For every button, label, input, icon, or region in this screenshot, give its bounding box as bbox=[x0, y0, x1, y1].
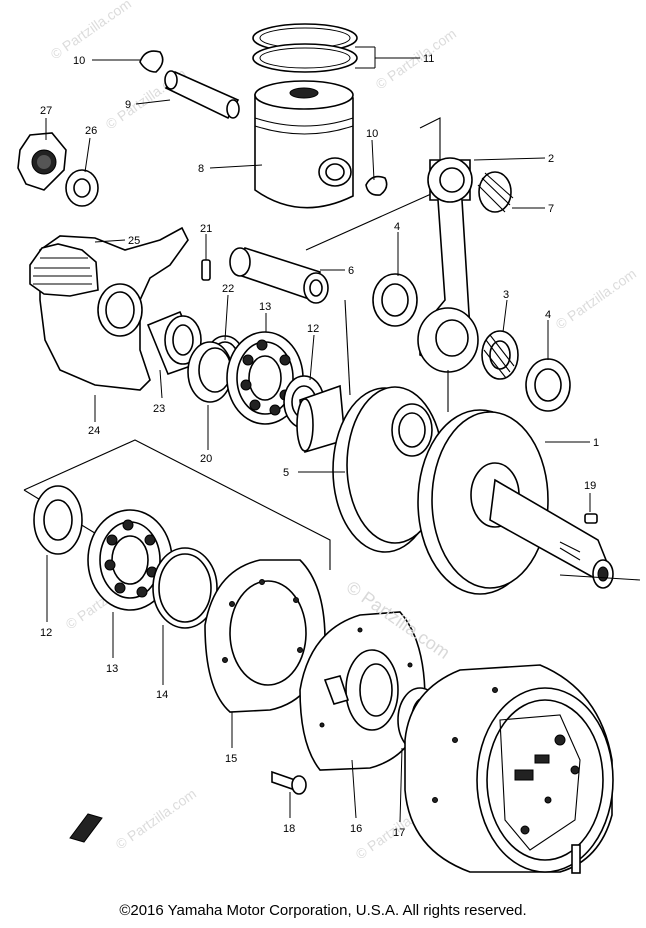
callout-6: 6 bbox=[348, 265, 354, 277]
crankshaft-right-half bbox=[417, 409, 614, 595]
callout-4: 4 bbox=[545, 309, 551, 321]
callout-16: 16 bbox=[350, 823, 362, 835]
callout-21: 21 bbox=[200, 223, 212, 235]
callout-27: 27 bbox=[40, 105, 52, 117]
leader-lines bbox=[45, 46, 591, 823]
callout-13: 13 bbox=[106, 663, 118, 675]
collar bbox=[146, 310, 204, 376]
thrust-washer-left bbox=[372, 273, 418, 327]
watermark-tile: © Partzilla.com bbox=[553, 265, 639, 332]
key-19 bbox=[584, 513, 598, 524]
callout-7: 7 bbox=[548, 203, 554, 215]
lower-group-bracket bbox=[23, 439, 331, 570]
callout-14: 14 bbox=[156, 689, 168, 701]
callout-25: 25 bbox=[128, 235, 140, 247]
callout-19: 19 bbox=[584, 480, 596, 492]
circlip-right bbox=[365, 175, 388, 196]
crankshaft-piston-exploded-diagram: © Partzilla.com © Partzilla.com © Partzi… bbox=[17, 0, 641, 874]
thrust-washer-right bbox=[525, 358, 571, 412]
callout-1: 1 bbox=[593, 437, 599, 449]
piston-rings bbox=[252, 23, 358, 73]
callout-23: 23 bbox=[153, 403, 165, 415]
callout-9: 9 bbox=[125, 99, 131, 111]
callout-22: 22 bbox=[222, 283, 234, 295]
callout-2: 2 bbox=[548, 153, 554, 165]
piston bbox=[254, 80, 354, 209]
watermark-tile: © Partzilla.com bbox=[373, 25, 459, 92]
callout-8: 8 bbox=[198, 163, 204, 175]
gasket bbox=[204, 559, 326, 713]
callout-10: 10 bbox=[73, 55, 85, 67]
big-end-bearing bbox=[481, 330, 519, 380]
piston-pin bbox=[164, 70, 240, 120]
spacer-6 bbox=[229, 246, 329, 304]
callout-24: 24 bbox=[88, 425, 100, 437]
lock-washer bbox=[65, 169, 99, 207]
o-ring bbox=[152, 547, 218, 629]
seal-lower bbox=[33, 485, 83, 555]
shaft-extension-line bbox=[559, 574, 641, 581]
woodruff-key bbox=[201, 259, 211, 281]
screw bbox=[271, 770, 307, 795]
callout-18: 18 bbox=[283, 823, 295, 835]
watermark-tile: © Partzilla.com bbox=[48, 0, 134, 62]
front-arrow-mark bbox=[69, 813, 103, 843]
callout-4: 4 bbox=[394, 221, 400, 233]
flywheel-magneto bbox=[404, 664, 614, 874]
connecting-rod bbox=[417, 157, 479, 373]
small-end-bearing bbox=[477, 171, 514, 213]
bearing-lower bbox=[87, 509, 173, 611]
callout-13: 13 bbox=[259, 301, 271, 313]
callout-12: 12 bbox=[307, 323, 319, 335]
callout-20: 20 bbox=[200, 453, 212, 465]
callout-3: 3 bbox=[503, 289, 509, 301]
copyright-notice: ©2016 Yamaha Motor Corporation, U.S.A. A… bbox=[119, 902, 527, 919]
piston-group-bracket bbox=[305, 117, 441, 251]
callout-10: 10 bbox=[366, 128, 378, 140]
callout-11: 11 bbox=[423, 53, 434, 65]
circlip-left bbox=[139, 50, 164, 73]
crank-pin-line bbox=[344, 299, 351, 396]
callout-12: 12 bbox=[40, 627, 52, 639]
callout-5: 5 bbox=[283, 467, 289, 479]
callout-17: 17 bbox=[393, 827, 405, 839]
callout-26: 26 bbox=[85, 125, 97, 137]
nut bbox=[17, 132, 67, 191]
watermark-tile: © Partzilla.com bbox=[113, 785, 199, 852]
callout-labels: 10 11 9 8 10 2 7 27 26 25 21 6 4 22 13 1… bbox=[40, 53, 599, 839]
shim-20 bbox=[187, 341, 233, 403]
primary-drive-gear bbox=[29, 226, 189, 391]
callout-15: 15 bbox=[225, 753, 237, 765]
